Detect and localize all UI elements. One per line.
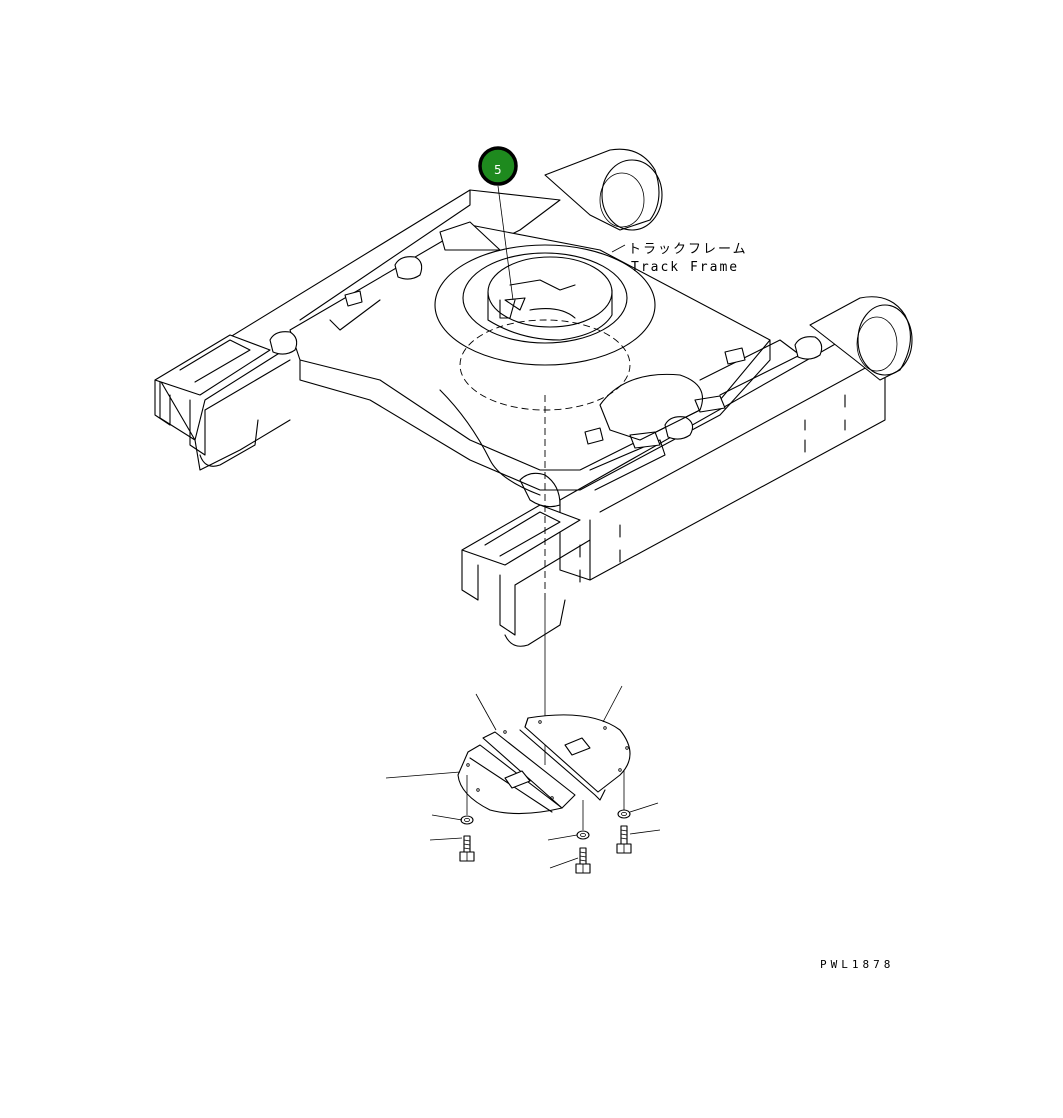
leader-bolt-right — [629, 829, 661, 835]
callout-badge: 5 — [478, 146, 518, 186]
leader-washer-right — [629, 802, 659, 813]
bolt — [616, 825, 632, 854]
washer — [576, 830, 590, 840]
leader-bolt-left — [429, 837, 463, 841]
leader-plate-left-top — [475, 693, 497, 731]
label-leader-line — [611, 244, 626, 253]
track-frame-label-jp: トラックフレーム — [628, 242, 748, 257]
callout-number: 5 — [494, 163, 502, 177]
washer — [617, 809, 631, 819]
washer — [460, 815, 474, 825]
bolt — [459, 835, 475, 862]
cover-plate-left — [457, 730, 576, 815]
leader-washer-left — [431, 814, 463, 821]
callout-leader-line — [497, 185, 514, 301]
bolt — [575, 847, 591, 874]
leader-plate-left — [385, 771, 461, 779]
track-frame — [154, 148, 913, 647]
cover-plate-right — [519, 714, 631, 801]
leader-plate-right-top — [602, 685, 623, 723]
leader-bolt-center — [549, 857, 579, 869]
track-frame-label-en: Track Frame — [631, 260, 739, 275]
drawing-code: PWL1878 — [820, 958, 894, 971]
leader-washer-center — [547, 834, 578, 841]
